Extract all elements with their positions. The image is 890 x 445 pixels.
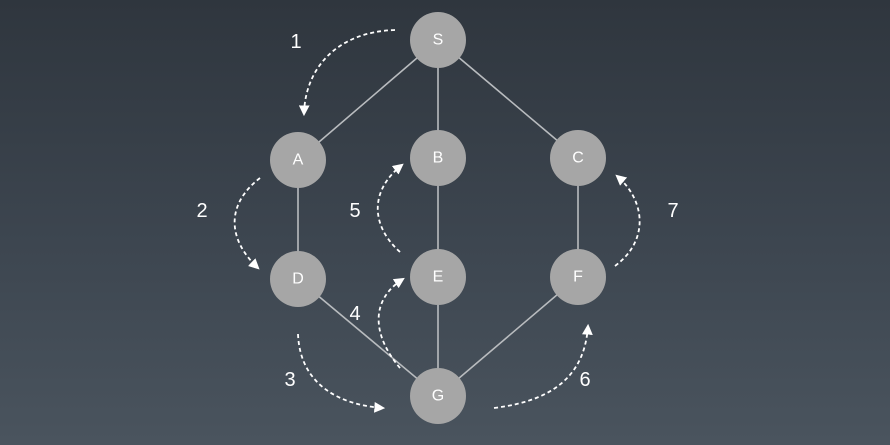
node-E-label: E: [433, 269, 444, 286]
edge-S-A: [297, 39, 439, 161]
edges-layer: [297, 39, 579, 397]
node-D: D: [270, 251, 326, 307]
node-S-label: S: [433, 32, 444, 49]
traversal-arrow-G-F: [493, 323, 593, 409]
node-S-circle: [410, 12, 466, 68]
traversal-arrow-E-B: [376, 163, 404, 253]
step-number-5: 5: [349, 200, 360, 222]
step-number-4: 4: [349, 303, 360, 325]
traversal-arrow-A-D: [233, 177, 261, 270]
step-number-7: 7: [667, 200, 678, 222]
edge-F-G: [437, 276, 579, 397]
node-A-label: A: [293, 152, 304, 169]
node-E-circle: [410, 249, 466, 305]
node-G-circle: [410, 368, 466, 424]
step-number-2: 2: [196, 200, 207, 222]
traversal-arrow-G-E: [377, 277, 405, 369]
node-B: B: [410, 130, 466, 186]
node-D-circle: [270, 251, 326, 307]
step-number-1: 1: [290, 31, 301, 53]
node-C: C: [550, 130, 606, 186]
node-A: A: [270, 132, 326, 188]
node-F-label: F: [573, 269, 583, 286]
node-D-label: D: [292, 271, 304, 288]
node-G-label: G: [432, 388, 444, 405]
node-C-circle: [550, 130, 606, 186]
traversal-arrow-F-C: [614, 174, 641, 267]
edge-D-G: [297, 278, 439, 397]
node-S: S: [410, 12, 466, 68]
node-F: F: [550, 249, 606, 305]
step-number-6: 6: [579, 369, 590, 391]
node-B-circle: [410, 130, 466, 186]
node-E: E: [410, 249, 466, 305]
node-G: G: [410, 368, 466, 424]
step-labels-layer: 1 2 3 4 5 6 7: [196, 31, 678, 391]
node-C-label: C: [572, 150, 584, 167]
edge-S-C: [437, 39, 579, 159]
step-number-3: 3: [284, 369, 295, 391]
traversal-arrow-S-A: [298, 29, 396, 117]
nodes-layer: S A B C D E F G: [270, 12, 606, 424]
node-A-circle: [270, 132, 326, 188]
node-B-label: B: [433, 150, 444, 167]
node-F-circle: [550, 249, 606, 305]
traversal-arrows-layer: [233, 29, 641, 413]
traversal-arrow-D-G: [297, 333, 386, 413]
